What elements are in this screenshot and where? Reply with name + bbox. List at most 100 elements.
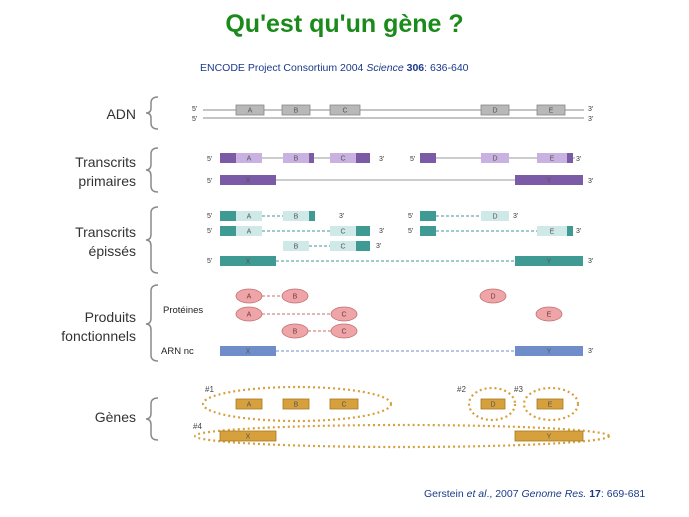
spliced-r4-exon-x xyxy=(220,256,276,266)
ref-authors: Gerstein xyxy=(424,488,467,500)
dna-exon-c xyxy=(329,104,361,116)
brace-genes xyxy=(145,397,159,441)
dna-three-end-top: 3' xyxy=(588,106,593,113)
protein-d xyxy=(479,288,507,304)
gene-1-id: #1 xyxy=(205,385,214,394)
spliced-r2-exon-a-label: A xyxy=(247,229,252,236)
ncrna-exon-y-label: Y xyxy=(547,349,552,356)
brace-adn xyxy=(145,96,159,130)
spliced-r4-five-end: 5' xyxy=(207,258,212,265)
dna-exon-e xyxy=(536,104,566,116)
primary-exon-d-label: D xyxy=(492,156,497,163)
brace-functional xyxy=(145,284,159,362)
dna-three-end-bottom: 3' xyxy=(588,116,593,123)
protein-b-2-label: B xyxy=(293,329,298,336)
gene-exon-e-label: E xyxy=(548,402,553,409)
spliced-r2b-utr xyxy=(420,226,436,236)
ref-pages: : 636-640 xyxy=(424,62,469,74)
gene-exon-d xyxy=(480,398,506,410)
primary-exon-a xyxy=(236,153,262,163)
row-label-primary-line2: primaires xyxy=(78,173,136,189)
gene-exon-x xyxy=(219,430,277,442)
gene-exon-b xyxy=(282,398,310,410)
spliced-r4-three-end: 3' xyxy=(588,258,593,265)
ncrna-exon-y xyxy=(515,346,583,356)
gerstein-reference: Gerstein et al., 2007 Genome Res. 17: 66… xyxy=(424,488,645,500)
ref-pages: : 669-681 xyxy=(600,488,646,500)
gene-3-outline xyxy=(522,386,580,422)
dna-five-end-top: 5' xyxy=(192,106,197,113)
protein-b-2 xyxy=(281,323,309,339)
primary-exon-d xyxy=(481,153,509,163)
spliced-r2b-utr-3 xyxy=(567,226,573,236)
spliced-r3-exon-c xyxy=(330,241,356,251)
spliced-r2-exon-a xyxy=(236,226,262,236)
primary-exon-b xyxy=(283,153,309,163)
protein-c-2 xyxy=(330,323,358,339)
spliced-r1-utr xyxy=(220,211,236,221)
spliced-r2-utr-3 xyxy=(356,226,370,236)
primary-t2-five-end: 5' xyxy=(410,156,415,163)
spliced-r1-exon-a-label: A xyxy=(247,214,252,221)
spliced-r3-utr-3 xyxy=(356,241,370,251)
spliced-r1-exon-b xyxy=(283,211,309,221)
gene-3-id: #3 xyxy=(514,385,523,394)
dna-exon-b xyxy=(281,104,311,116)
primary-exon-y xyxy=(515,175,583,185)
spliced-r1-exon-b-edge xyxy=(309,211,315,221)
gene-exon-c xyxy=(329,398,359,410)
primary-utr-5 xyxy=(220,153,236,163)
dna-exon-a xyxy=(235,104,265,116)
primary-exon-c-label: C xyxy=(340,156,345,163)
spliced-r2b-five-end: 5' xyxy=(408,228,413,235)
primary-t1-three-end: 3' xyxy=(379,156,384,163)
page-title: Qu'est qu'un gène ? xyxy=(225,10,464,38)
gene-exon-b-label: B xyxy=(294,402,299,409)
spliced-r1b-utr xyxy=(420,211,436,221)
gene-exon-c-label: C xyxy=(341,402,346,409)
protein-a-2 xyxy=(235,306,263,322)
spliced-r1-three-end: 3' xyxy=(339,213,344,220)
protein-b-1-label: B xyxy=(293,294,298,301)
protein-a-1 xyxy=(235,288,263,304)
primary-t2-utr-5 xyxy=(420,153,436,163)
spliced-r1b-three-end: 3' xyxy=(513,213,518,220)
proteins-label: Protéines xyxy=(163,305,203,316)
gene-4-id: #4 xyxy=(193,422,202,431)
ref-volume: 306 xyxy=(406,62,425,74)
gene-exon-x-label: X xyxy=(246,434,251,441)
primary-utr-3 xyxy=(356,153,370,163)
spliced-r1b-exon-d xyxy=(481,211,509,221)
row-label-functional-line2: fonctionnels xyxy=(61,328,136,344)
protein-e-label: E xyxy=(547,312,552,319)
primary-exon-a-label: A xyxy=(247,156,252,163)
gene-1-outline xyxy=(201,385,393,423)
ref-volume: 17 xyxy=(589,488,601,500)
gene-exon-y xyxy=(514,430,584,442)
ncrna-exon-x-label: X xyxy=(246,349,251,356)
ref-journal: Science xyxy=(366,62,407,74)
dna-exon-a-label: A xyxy=(248,108,253,115)
protein-c-2-label: C xyxy=(341,329,346,336)
spliced-r3-exon-b xyxy=(283,241,309,251)
spliced-r4-exon-x-label: X xyxy=(246,259,251,266)
primary-long-three-end: 3' xyxy=(588,178,593,185)
spliced-r4-exon-y xyxy=(515,256,583,266)
protein-e xyxy=(535,306,563,322)
ncrna-exon-x xyxy=(220,346,276,356)
gene-exon-d-label: D xyxy=(490,402,495,409)
primary-t2-three-end: 3' xyxy=(576,156,581,163)
protein-a-2-label: A xyxy=(247,312,252,319)
primary-exon-y-label: Y xyxy=(547,178,552,185)
ncrna-label: ARN nc xyxy=(161,346,194,357)
gene-exon-a-label: A xyxy=(247,402,252,409)
primary-exon-x xyxy=(220,175,276,185)
spliced-r2-utr xyxy=(220,226,236,236)
row-label-spliced-line1: Transcrits xyxy=(75,224,136,240)
spliced-r2b-exon-e-label: E xyxy=(550,229,555,236)
spliced-r2-five-end: 5' xyxy=(207,228,212,235)
gene-exon-a xyxy=(235,398,263,410)
primary-exon-e-label: E xyxy=(550,156,555,163)
dna-exon-c-label: C xyxy=(342,108,347,115)
